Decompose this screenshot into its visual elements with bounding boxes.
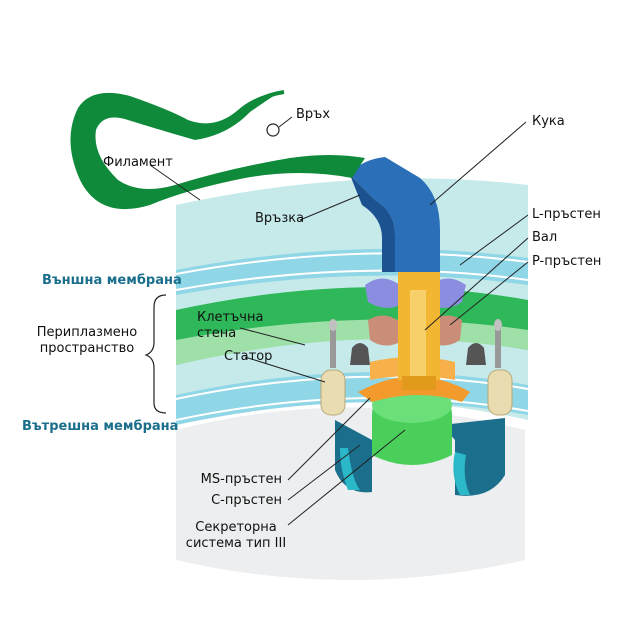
- stator-right: [487, 319, 513, 416]
- label-cell-wall: Клетъчна стена: [197, 310, 263, 342]
- label-hook: Кука: [532, 114, 565, 129]
- label-inner-membrane: Вътрешна мембрана: [22, 419, 179, 434]
- leader-lines: [149, 116, 529, 526]
- filament: [70, 92, 366, 210]
- label-periplasmic-line2: пространство: [39, 341, 135, 356]
- label-l-ring: L-пръстен: [532, 207, 601, 222]
- label-p-ring: P-пръстен: [532, 254, 602, 269]
- label-stator: Статор: [224, 349, 273, 364]
- label-junction: Връзка: [255, 211, 305, 226]
- periplasm-bracket: [144, 294, 167, 414]
- label-periplasmic-line1: Периплазмено: [36, 325, 138, 340]
- label-filament: Филамент: [103, 155, 173, 170]
- label-tip: Връх: [296, 107, 331, 122]
- label-outer-membrane: Външна мембрана: [42, 273, 182, 288]
- l-ring: [365, 278, 400, 308]
- label-cell-wall-line2: стена: [197, 326, 237, 341]
- p-ring: [368, 315, 400, 346]
- label-secretion-system: Секреторна система тип III: [178, 520, 294, 552]
- label-periplasmic-space: Периплазмено пространство: [32, 325, 142, 357]
- filament-tip-marker: [266, 123, 280, 137]
- label-cell-wall-line1: Клетъчна: [197, 310, 264, 325]
- hook: [350, 157, 440, 272]
- label-rod: Вал: [532, 230, 558, 245]
- label-ms-ring: MS-пръстен: [200, 472, 282, 487]
- label-secretion-line2: система тип III: [185, 536, 287, 551]
- stator-left: [320, 319, 346, 416]
- label-c-ring: C-пръстен: [211, 493, 282, 508]
- label-secretion-line1: Секреторна: [195, 520, 277, 535]
